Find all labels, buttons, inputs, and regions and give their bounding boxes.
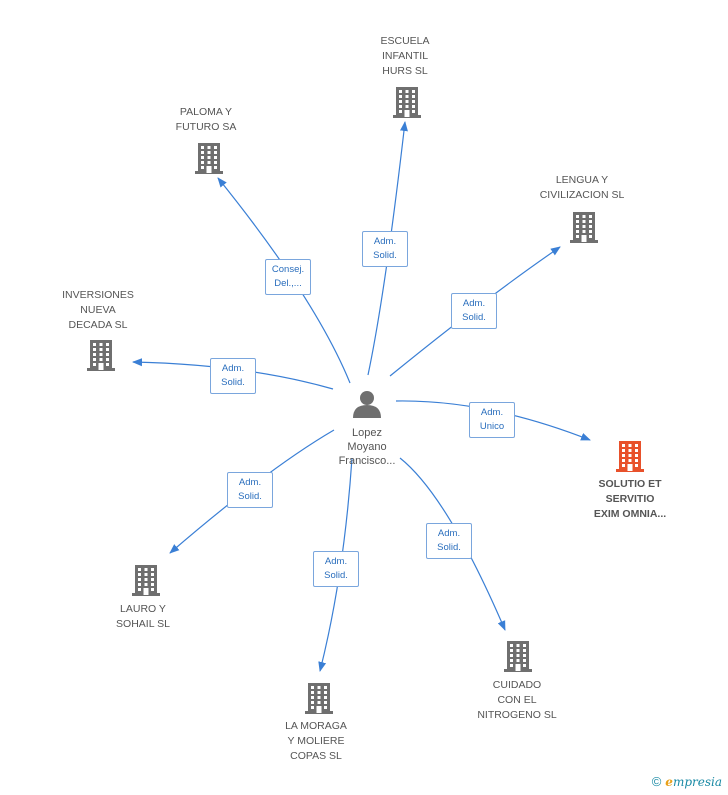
building-icon-lengua[interactable] (570, 212, 598, 243)
person-icon[interactable] (353, 391, 381, 418)
edge-cuidado (399, 457, 506, 631)
role-label-moraga[interactable]: Adm. Solid. (313, 551, 359, 587)
building-icon-solutio[interactable] (616, 441, 644, 472)
role-label-lauro[interactable]: Adm. Solid. (227, 472, 273, 508)
edge-escuela (367, 121, 408, 376)
brand-initial: e (665, 775, 673, 789)
footer-brand: ©empresia (652, 774, 722, 789)
role-label-escuela[interactable]: Adm. Solid. (362, 231, 408, 267)
building-icon-cuidado[interactable] (504, 641, 532, 672)
copyright-symbol: © (651, 774, 662, 789)
icons-layer (87, 87, 644, 714)
building-icon-moraga[interactable] (305, 683, 333, 714)
role-label-paloma[interactable]: Consej. Del.,... (265, 259, 311, 295)
company-name-paloma[interactable]: PALOMA Y FUTURO SA (175, 106, 237, 133)
company-name-inversiones[interactable]: INVERSIONES NUEVA DECADA SL (62, 289, 134, 331)
role-label-solutio[interactable]: Adm. Unico (469, 402, 515, 438)
company-name-solutio[interactable]: SOLUTIO ET SERVITIO EXIM OMNIA... (593, 478, 667, 520)
company-name-lengua[interactable]: LENGUA Y CIVILIZACION SL (539, 174, 625, 201)
role-label-inversiones[interactable]: Adm. Solid. (210, 358, 256, 394)
role-label-lengua[interactable]: Adm. Solid. (451, 293, 497, 329)
company-name-cuidado[interactable]: CUIDADO CON EL NITROGENO SL (477, 679, 557, 721)
role-label-cuidado[interactable]: Adm. Solid. (426, 523, 472, 559)
company-name-escuela[interactable]: ESCUELA INFANTIL HURS SL (380, 35, 430, 77)
person-name[interactable]: Lopez Moyano Francisco... (338, 427, 396, 467)
building-icon-inversiones[interactable] (87, 340, 115, 371)
company-name-lauro[interactable]: LAURO Y SOHAIL SL (116, 603, 170, 630)
company-name-moraga[interactable]: LA MORAGA Y MOLIERE COPAS SL (285, 720, 347, 762)
building-icon-escuela[interactable] (393, 87, 421, 118)
building-icon-lauro[interactable] (132, 565, 160, 596)
building-icon-paloma[interactable] (195, 143, 223, 174)
brand-name: mpresia (672, 775, 722, 789)
